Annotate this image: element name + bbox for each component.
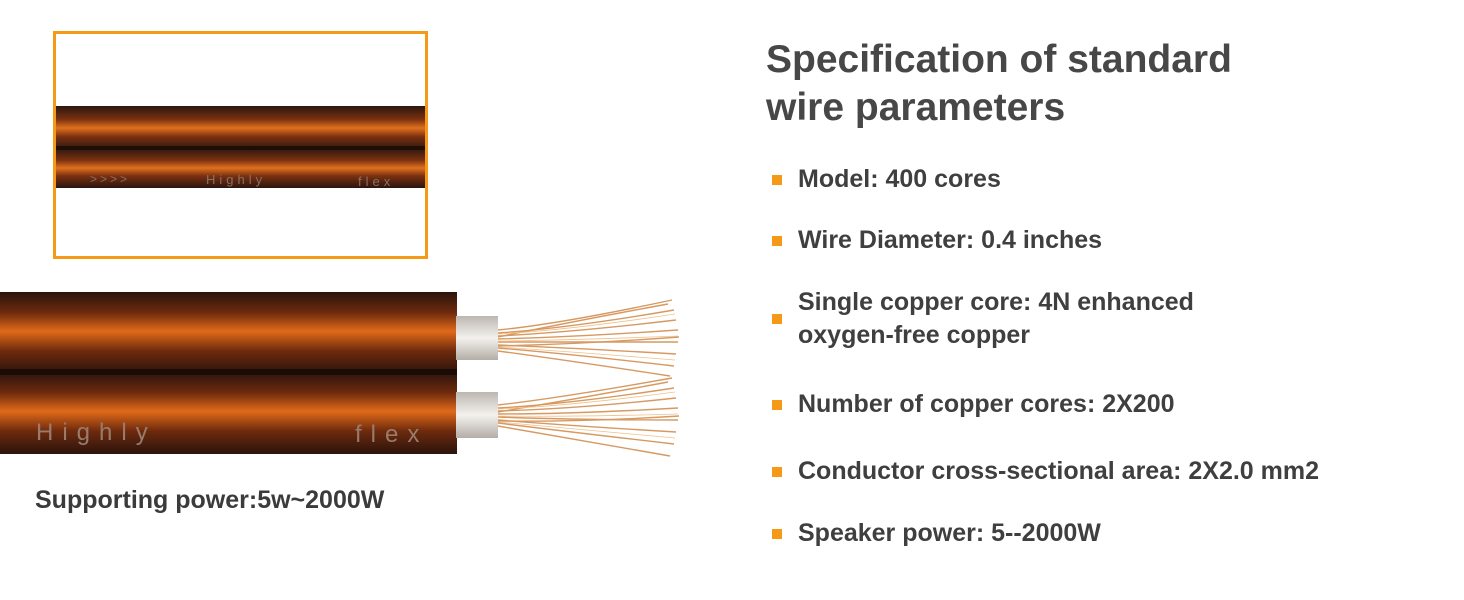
spec-item-label: Wire Diameter: 0.4 inches xyxy=(798,226,1103,254)
cable-closeup-frame: >>>> Highly flex xyxy=(53,31,428,259)
cable-closeup-image: >>>> Highly flex xyxy=(56,106,425,189)
spec-title: Specification of standard wire parameter… xyxy=(766,36,1366,132)
spec-item-label: Speaker power: 5--2000W xyxy=(798,519,1101,547)
spec-item-label: Single copper core: 4N enhanced oxygen-f… xyxy=(798,286,1194,352)
spec-item-cross-section: Conductor cross-sectional area: 2X2.0 mm… xyxy=(772,455,1319,488)
bullet-icon xyxy=(772,466,782,477)
spec-item-model: Model: 400 cores xyxy=(772,163,1001,196)
cable-print-word2-large: flex xyxy=(355,421,428,448)
bullet-icon xyxy=(772,314,782,324)
spec-item-copper-core: Single copper core: 4N enhanced oxygen-f… xyxy=(772,286,1194,352)
spec-item-label: Model: 400 cores xyxy=(798,165,1001,193)
spec-title-line2: wire parameters xyxy=(766,86,1066,129)
bullet-icon xyxy=(772,174,782,185)
cable-print-word1-large: Highly xyxy=(36,419,157,446)
spec-item-line2: oxygen-free copper xyxy=(798,321,1031,349)
bullet-icon xyxy=(772,235,782,246)
spec-title-line1: Specification of standard xyxy=(766,38,1232,81)
cable-print-arrows: >>>> xyxy=(90,172,130,186)
spec-item-line1: Single copper core: 4N enhanced xyxy=(798,288,1194,316)
spec-item-diameter: Wire Diameter: 0.4 inches xyxy=(772,224,1102,257)
power-caption: Supporting power:5w~2000W xyxy=(35,486,385,514)
bullet-icon xyxy=(772,399,782,410)
cable-photo: Highly flex xyxy=(0,292,680,457)
spec-item-label: Conductor cross-sectional area: 2X2.0 mm… xyxy=(798,457,1320,485)
bullet-icon xyxy=(772,528,782,539)
spec-item-speaker-power: Speaker power: 5--2000W xyxy=(772,517,1101,550)
cable-print-word2: flex xyxy=(358,174,394,189)
spec-item-label: Number of copper cores: 2X200 xyxy=(798,390,1175,418)
cable-print-word1: Highly xyxy=(206,172,266,187)
spec-item-core-count: Number of copper cores: 2X200 xyxy=(772,388,1175,421)
